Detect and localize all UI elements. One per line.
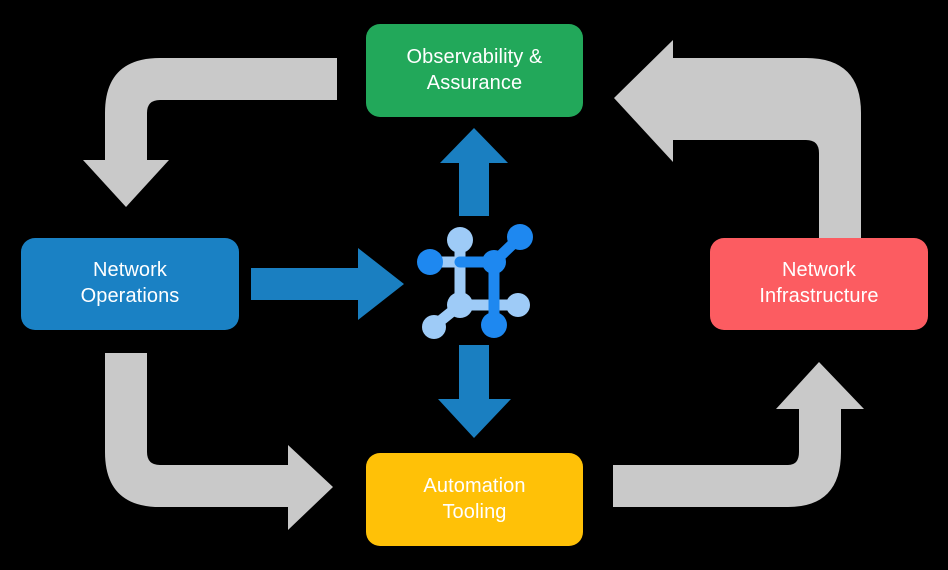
arrow-center-to-observability bbox=[440, 128, 508, 216]
node-observability-assurance[interactable]: Observability & Assurance bbox=[366, 24, 583, 117]
node-label-automation: Automation Tooling bbox=[423, 474, 526, 523]
node-label-operations: Network Operations bbox=[80, 259, 180, 307]
arrow-observability-to-operations bbox=[83, 58, 337, 207]
node-network-operations[interactable]: Network Operations bbox=[21, 238, 239, 330]
node-label-infrastructure: Network Infrastructure bbox=[759, 259, 879, 307]
arrow-operations-to-center bbox=[251, 248, 404, 320]
arrow-automation-to-infrastructure bbox=[613, 362, 864, 507]
node-label-observability: Observability & Assurance bbox=[406, 45, 543, 94]
node-network-infrastructure[interactable]: Network Infrastructure bbox=[710, 238, 928, 330]
arrow-operations-to-automation bbox=[105, 353, 333, 530]
node-automation-tooling[interactable]: Automation Tooling bbox=[366, 453, 583, 546]
arrow-infrastructure-to-observability bbox=[614, 40, 861, 240]
arrow-center-to-automation bbox=[438, 345, 511, 438]
